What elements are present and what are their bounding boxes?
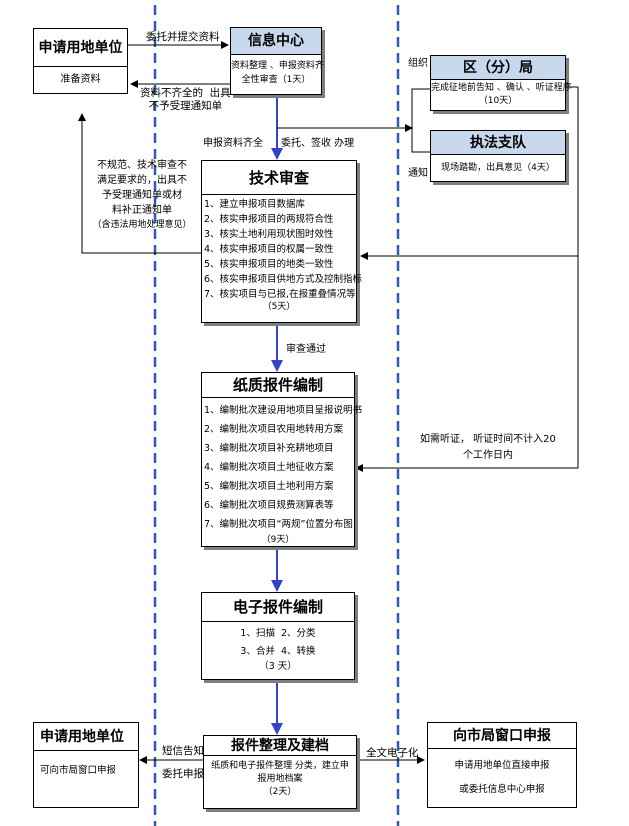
label-entrust-submit: 委托并提交资料 xyxy=(146,31,220,43)
district-bracket xyxy=(411,88,430,153)
archive-body-line: 纸质和电子报件整理 分类，建立申 xyxy=(211,761,349,771)
tech-review-item: 6、核实申报项目供地方式及控制指标 xyxy=(204,274,363,285)
city-window-body-line: 申请用地单位直接申报 xyxy=(454,760,550,771)
label-hearing: 如需听证， 听证时间不计入20 个工作日内 xyxy=(420,432,556,464)
city-window-body-line: 或委托信息中心申报 xyxy=(459,784,545,795)
label-review-passed: 审查通过 xyxy=(286,344,326,355)
label-hearing-line: 如需听证， 听证时间不计入20 xyxy=(420,434,556,445)
district-bureau-title: 区（分）局 xyxy=(431,56,565,80)
tech-review-item: 3、核实土地利用现状图时效性 xyxy=(204,229,334,240)
label-incomplete: 资料不齐全的 出具 不予受理通知单 xyxy=(140,87,231,113)
paper-report-item: 5、编制批次项目土地利用方案 xyxy=(204,481,334,492)
label-nonstandard-line: 满足要求的，出具不 xyxy=(97,175,187,186)
archive-box: 报件整理及建档 纸质和电子报件整理 分类，建立申 报用地档案 （2天） xyxy=(203,735,357,809)
archive-body-line: 报用地档案 xyxy=(257,774,303,784)
electronic-report-item: 3、合并 4、转换 xyxy=(240,646,316,657)
label-nonstandard: 不规范、技术审查不 满足要求的，出具不 予受理通知单或材 料补正通知单 （含违法… xyxy=(86,158,198,233)
electronic-report-title: 电子报件编制 xyxy=(202,593,354,622)
tech-review-item: 2、核实申报项目的两规符合性 xyxy=(204,214,334,225)
info-center-body-line: 资料整理 、申报资料齐 xyxy=(231,61,324,71)
info-center-title: 信息中心 xyxy=(231,28,321,55)
tech-review-item: 7、核实项目与已报,在报重叠情况等 xyxy=(204,289,356,300)
label-full-electronic: 全文电子化 xyxy=(366,747,419,759)
paper-report-days: （9天） xyxy=(261,535,295,545)
applicant-title-bottom: 申请用地单位 xyxy=(34,723,138,751)
archive-title: 报件整理及建档 xyxy=(204,736,356,756)
applicant-title-top: 申请用地单位 xyxy=(34,29,127,67)
district-bureau-box: 区（分）局 完成征地前告知 、确认 、听证程序 （10天） xyxy=(430,55,572,111)
label-hearing-line: 个工作日内 xyxy=(462,450,513,461)
enforcement-title: 执法支队 xyxy=(431,131,565,155)
tech-review-item: 4、核实申报项目的权属一致性 xyxy=(204,244,334,255)
enforcement-box: 执法支队 现场踏勘，出具意见（4天） xyxy=(430,130,566,182)
archive-days: （2天） xyxy=(263,787,297,797)
label-notify: 通知 xyxy=(408,168,428,179)
paper-report-item: 4、编制批次项目土地征收方案 xyxy=(204,462,334,473)
district-bureau-body-line: 完成征地前告知 、确认 、听证程序 xyxy=(431,83,572,93)
enforcement-body: 现场踏勘，出具意见（4天） xyxy=(441,163,555,173)
label-incomplete-line: 不予受理通知单 xyxy=(148,100,223,112)
info-center-body-line: 全性审查（1天） xyxy=(241,75,311,85)
info-center-box: 信息中心 资料整理 、申报资料齐 全性审查（1天） xyxy=(230,27,324,95)
paper-report-item: 7、编制批次项目“两规”位置分布图 xyxy=(204,519,353,530)
tech-review-box: 技术审查 1、建立申报项目数据库 2、核实申报项目的两规符合性 3、核实土地利用… xyxy=(201,160,363,323)
electronic-report-box: 电子报件编制 1、扫描 2、分类 3、合并 4、转换 （3 天） xyxy=(201,592,355,680)
label-entrust-handle: 委托、签收 办理 xyxy=(281,138,355,149)
electronic-report-item: 1、扫描 2、分类 xyxy=(240,628,316,639)
label-nonstandard-line: （含违法用地处理意见） xyxy=(92,220,192,230)
label-organize: 组织 xyxy=(408,58,428,69)
district-bureau-body-line: （10天） xyxy=(478,96,518,106)
paper-report-title: 纸质报件编制 xyxy=(202,373,354,398)
electronic-report-days: （3 天） xyxy=(259,661,297,672)
label-nonstandard-line: 予受理通知单或材 xyxy=(102,190,182,201)
applicant-box-bottom: 申请用地单位 可向市局窗口申报 xyxy=(33,722,139,808)
paper-report-item: 6、编制批次项目规费测算表等 xyxy=(204,500,334,511)
label-nonstandard-line: 不规范、技术审查不 xyxy=(97,160,187,171)
tech-review-item: 5、核实申报项目的地类一致性 xyxy=(204,259,334,270)
city-window-box: 向市局窗口申报 申请用地单位直接申报 或委托信息中心申报 xyxy=(427,722,577,808)
paper-report-item: 3、编制批次项目补充耕地项目 xyxy=(204,443,334,454)
arrow-hearing xyxy=(355,256,579,472)
label-nonstandard-line: 料补正通知单 xyxy=(112,205,172,216)
arrow-nonstandard xyxy=(78,113,202,254)
applicant-body-top: 准备资料 xyxy=(60,74,101,85)
applicant-body-bottom: 可向市局窗口申报 xyxy=(40,765,117,776)
label-entrust-declare: 委托申报 xyxy=(162,768,204,780)
applicant-box-top: 申请用地单位 准备资料 xyxy=(33,28,128,94)
arrow-district-return xyxy=(360,86,579,260)
paper-report-item: 2、编制批次项目农用地转用方案 xyxy=(204,424,344,435)
city-window-title: 向市局窗口申报 xyxy=(428,723,576,749)
paper-report-box: 纸质报件编制 1、编制批次建设用地项目呈报说明书 2、编制批次项目农用地转用方案… xyxy=(201,372,363,547)
label-sms-notify: 短信告知 xyxy=(162,745,204,757)
tech-review-days: （5天） xyxy=(262,302,296,312)
label-complete: 申报资料齐全 xyxy=(203,138,263,149)
tech-review-item: 1、建立申报项目数据库 xyxy=(204,199,306,210)
tech-review-title: 技术审查 xyxy=(202,161,356,195)
paper-report-item: 1、编制批次建设用地项目呈报说明书 xyxy=(204,405,363,416)
label-incomplete-line: 资料不齐全的 出具 xyxy=(140,87,231,99)
